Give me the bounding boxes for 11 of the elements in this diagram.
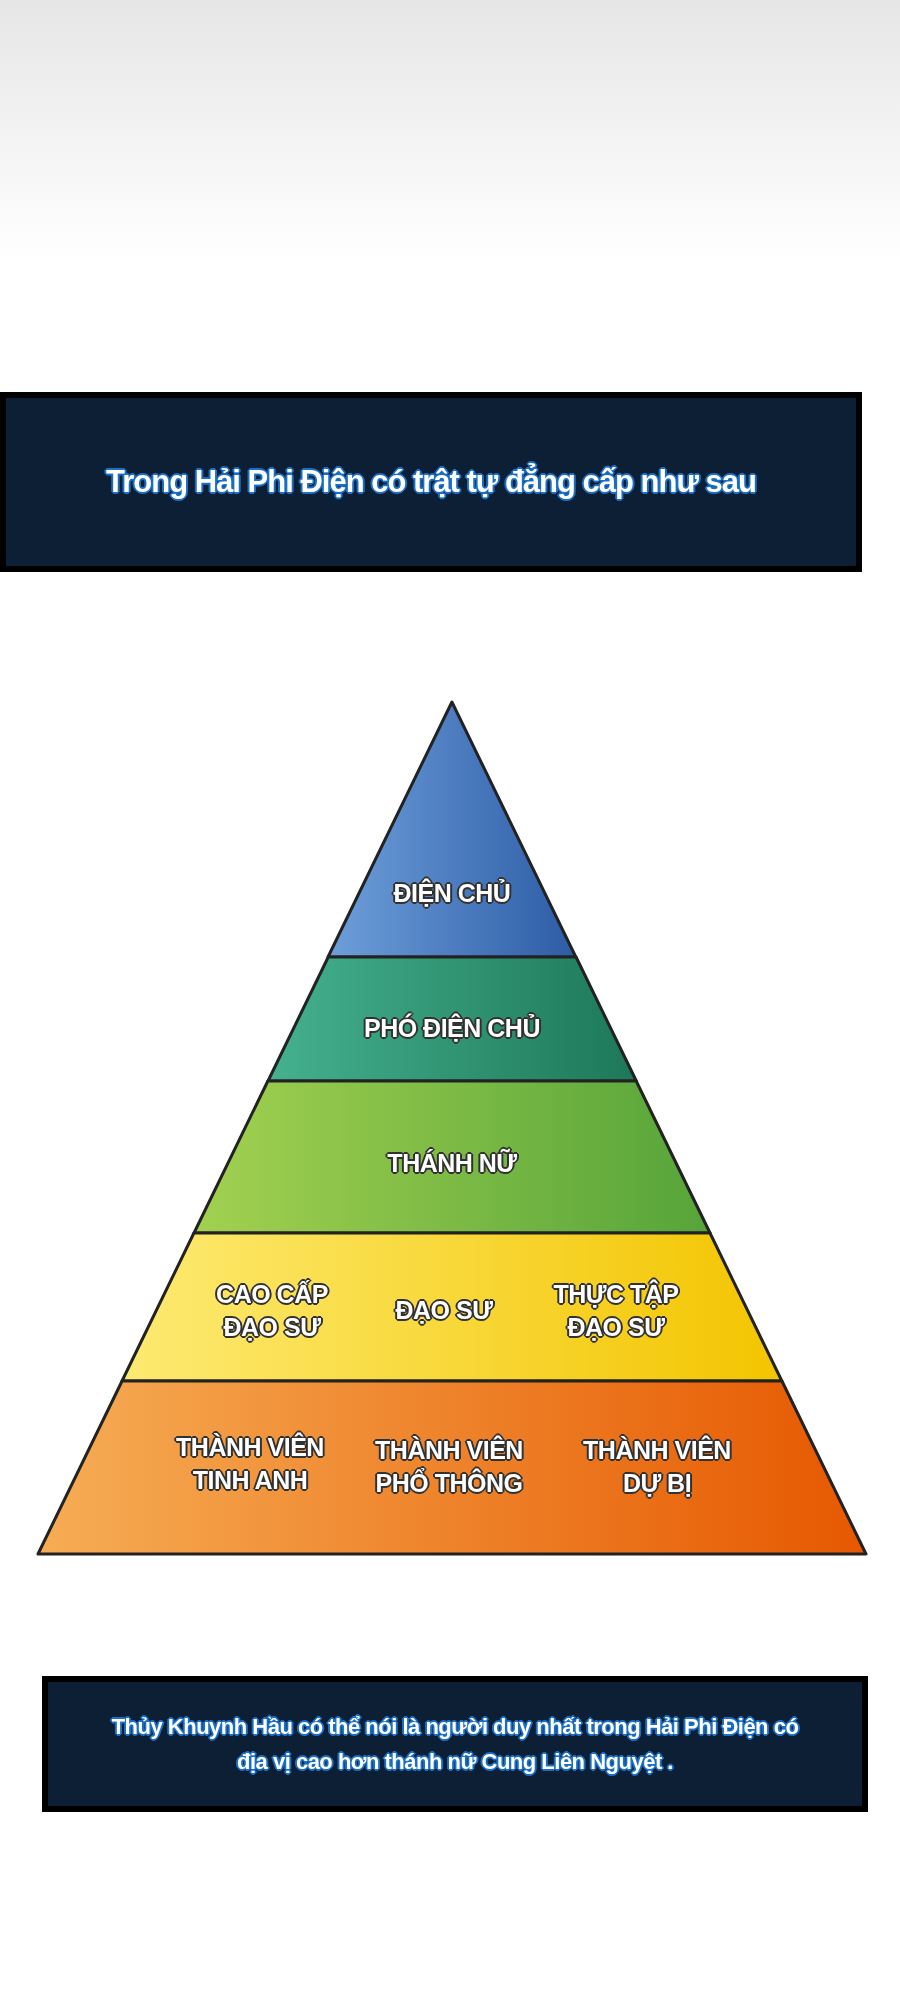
tier-label: PHÓ ĐIỆN CHỦ — [364, 1012, 540, 1044]
title-text: Trong Hải Phi Điện có trật tự đẳng cấp như sau — [105, 464, 757, 500]
tier-label: THÀNH VIÊN TINH ANH — [175, 1431, 325, 1495]
tier-label: ĐIỆN CHỦ — [393, 877, 511, 909]
tier-label: THÀNH VIÊN PHỔ THÔNG — [374, 1434, 524, 1498]
tier-label: THỰC TẬP ĐẠO SƯ — [552, 1278, 680, 1343]
tier-label: CAO CẤP ĐẠO SƯ — [215, 1278, 329, 1343]
tier-label: THÁNH NỮ — [387, 1147, 517, 1179]
caption-text: Thủy Khuynh Hầu có thể nói là người duy nhất trong Hải Phi Điện có địa vị cao hơn thánh nữ Cung Liên Nguyệt . — [110, 1712, 800, 1776]
tier-label: THÀNH VIÊN DỰ BỊ — [582, 1434, 732, 1499]
tier-label: ĐẠO SƯ — [394, 1294, 494, 1326]
